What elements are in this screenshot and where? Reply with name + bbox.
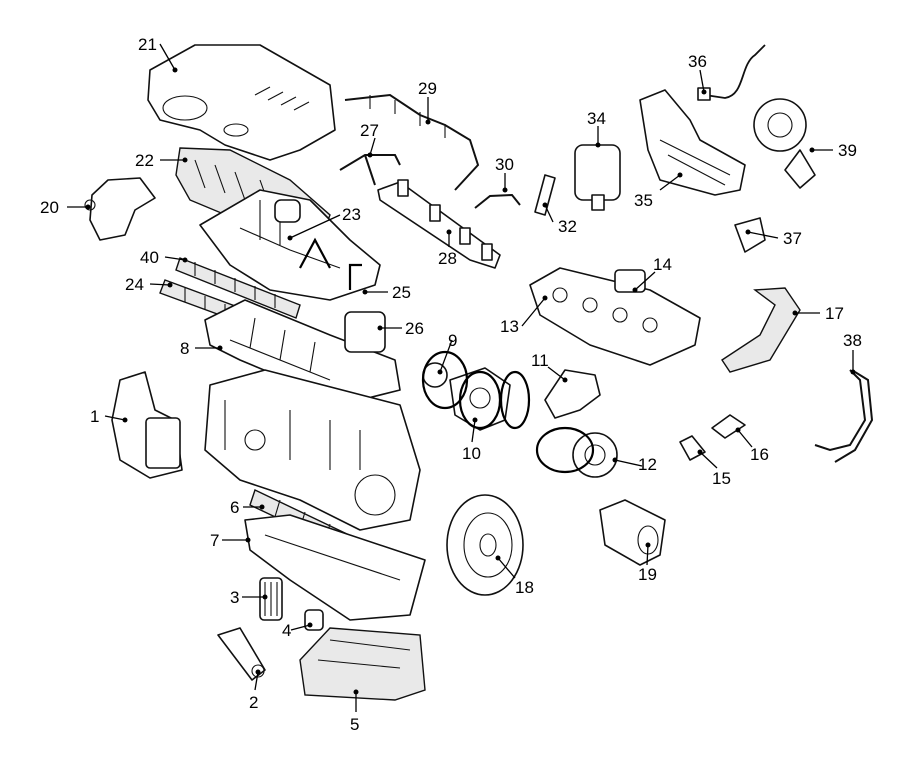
callout-3: 3	[230, 588, 239, 607]
callout-34: 34	[587, 109, 606, 128]
callout-29: 29	[418, 79, 437, 98]
part-bedplate	[244, 514, 426, 621]
callout-30: 30	[495, 155, 514, 174]
part-drain-plug	[304, 609, 324, 631]
callout-12: 12	[638, 455, 657, 474]
part-timing-cover	[111, 371, 183, 479]
part-oil-filter	[259, 577, 283, 621]
part-return-line	[339, 154, 401, 186]
callout-24: 24	[125, 275, 144, 294]
part-fuel-pipe	[474, 193, 521, 209]
callout-4: 4	[282, 621, 291, 640]
part-engine-cover	[147, 44, 336, 161]
part-oxygen-sensor	[697, 44, 766, 101]
callout-32: 32	[558, 217, 577, 236]
watermark	[299, 237, 595, 474]
callout-38: 38	[843, 331, 862, 350]
part-fuel-rail	[377, 179, 501, 269]
callout-10: 10	[462, 444, 481, 463]
callout-labels: 21 22 20 27 29 30 32 34 35 36 39 37 28 2…	[40, 35, 862, 734]
part-sensor-a	[679, 435, 706, 461]
callout-28: 28	[438, 249, 457, 268]
callout-11: 11	[531, 351, 549, 370]
callout-6: 6	[230, 498, 239, 517]
callout-7: 7	[210, 531, 219, 550]
callout-36: 36	[688, 52, 707, 71]
callout-39: 39	[838, 141, 857, 160]
part-alternator	[572, 432, 618, 478]
part-injector	[534, 174, 556, 216]
callout-40: 40	[140, 248, 159, 267]
part-upper-head	[199, 189, 381, 301]
callout-2: 2	[249, 693, 258, 712]
callout-23: 23	[342, 205, 361, 224]
callout-8: 8	[180, 339, 189, 358]
callout-9: 9	[448, 331, 457, 350]
callout-19: 19	[638, 565, 657, 584]
callout-17: 17	[825, 304, 844, 323]
callout-20: 20	[40, 198, 59, 217]
part-engine-block	[204, 369, 421, 531]
part-air-hose	[721, 287, 801, 373]
callout-1: 1	[90, 407, 99, 426]
part-flywheel	[446, 494, 524, 596]
leader-lines	[67, 43, 856, 712]
callout-26: 26	[405, 319, 424, 338]
part-engine-mount	[84, 177, 156, 241]
part-thermostat-housing	[544, 369, 601, 419]
part-heat-shield	[734, 217, 766, 253]
callout-18: 18	[515, 578, 534, 597]
part-starter-motor	[599, 499, 666, 566]
part-fuel-filter	[574, 144, 621, 211]
part-cylinder-head	[204, 299, 401, 401]
callout-16: 16	[750, 445, 769, 464]
callout-5: 5	[350, 715, 359, 734]
callout-25: 25	[392, 283, 411, 302]
part-intake-manifold	[529, 267, 701, 366]
callout-22: 22	[135, 151, 154, 170]
part-turbocharger	[753, 98, 816, 189]
callout-37: 37	[783, 229, 802, 248]
callout-13: 13	[500, 317, 519, 336]
part-sensor-b	[711, 414, 746, 439]
part-oil-return-pipe	[814, 369, 874, 463]
part-oil-pickup	[217, 627, 266, 681]
callout-27: 27	[360, 121, 379, 140]
part-catalytic-converter	[639, 89, 746, 196]
callout-35: 35	[634, 191, 653, 210]
callout-14: 14	[653, 255, 672, 274]
callout-15: 15	[712, 469, 731, 488]
part-fuel-lines	[344, 93, 480, 191]
callout-21: 21	[138, 35, 157, 54]
part-oil-sump	[299, 627, 426, 701]
